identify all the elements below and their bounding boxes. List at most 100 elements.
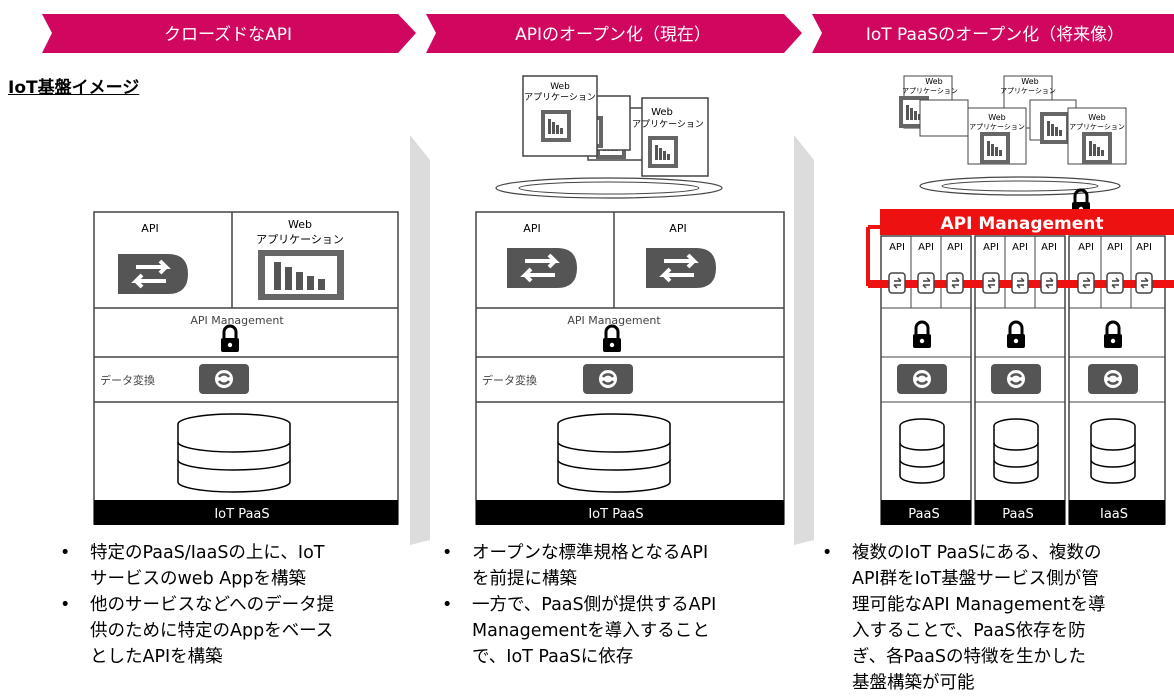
bullet-line: サービスのweb Appを構築 [90,569,306,589]
bullet-line: 理可能なAPI Managementを導 [852,595,1106,615]
bullet-line: 特定のPaaS/IaaSの上に、IoT [90,543,325,563]
data-conversion-icon [1086,362,1140,396]
bullet-item: 特定のPaaS/IaaSの上に、IoT サービスのweb Appを構築 [56,540,406,592]
web-app-icon [1040,112,1070,144]
banner-open-paas [812,14,1174,53]
bullet-line: 一方で、PaaS側が提供するAPI [472,595,717,615]
database-icon [1090,418,1136,484]
api-label: API [918,242,934,253]
gateway-icon [1040,272,1058,294]
web-app-label: アプリケーション [524,92,596,103]
banner-open-api-label: APIのオープン化（現在） [515,25,711,45]
bullet-line: オープンな標準規格となるAPI [472,543,709,563]
web-app-icon [1082,132,1112,164]
separator-arrow [410,135,430,545]
web-app-label: Web [651,107,673,118]
api-label: API [889,242,905,253]
bullet-line: ぎ、各PaaSの特徴を生かした [852,647,1086,667]
section-label: IoT基盤イメージ [8,78,140,98]
data-conversion-icon [197,362,251,396]
bullet-item: オープンな標準規格となるAPI を前提に構築 [438,540,798,592]
bullet-item: 一方で、PaaS側が提供するAPI Managementを導入することで、IoT … [438,592,798,670]
database-icon [557,413,671,493]
web-app-label: アプリケーション [632,119,704,130]
gateway-icon [1077,272,1095,294]
web-app-label: アプリケーション [256,233,344,246]
web-apps-cluster-future: Web アプリケーション Web アプリケーション Web アプリケーション W… [899,75,1127,165]
api-arrow-icon [644,246,718,290]
api-label: API [1012,242,1028,253]
web-app-label: Web [1088,113,1105,122]
web-app-label: アプリケーション [1069,123,1125,131]
network-ring [495,177,723,199]
bullets-col3: 複数のIoT PaaSにある、複数の API群をIoT基盤サービス側が管理可能なA… [818,540,1174,696]
api-row: API API API API API API API API API [889,236,1152,308]
data-conversion-icon [895,362,949,396]
bullet-line: 複数のIoT PaaSにある、複数の [852,543,1102,563]
web-apps-cluster: Web アプリケーション Web アプリケーション [522,75,709,177]
separator-arrow [794,135,814,545]
web-app-icon [258,250,344,300]
bullet-line: 他のサービスなどへのデータ提 [90,595,335,615]
gateway-icon [917,272,935,294]
bullets-col2: オープンな標準規格となるAPI を前提に構築 一方で、PaaS側が提供するAPI M… [438,540,798,670]
banner-open-paas-label: IoT PaaSのオープン化（将来像） [866,25,1124,45]
iot-paas-label: IoT PaaS [214,507,269,522]
stack-closed-api: API Web アプリケーション API Management データ変換 Io… [93,211,399,525]
api-arrow-icon [505,246,579,290]
web-app-label: Web [988,113,1005,122]
banner-closed-api [42,14,416,53]
web-app-icon [541,110,571,142]
data-conversion-icon [989,362,1043,396]
gateway-icon [1135,272,1153,294]
api-label: API [1136,242,1152,253]
web-app-label: Web [550,82,570,92]
api-management-label: API Management [190,314,284,327]
bullet-line: 供のために特定のAppをベース [90,621,334,641]
banner-closed-api-label: クローズドなAPI [164,25,292,45]
paas-label: PaaS [908,507,939,522]
api-label: API [1107,242,1123,253]
web-app-label: アプリケーション [1000,87,1056,95]
api-label: API [947,242,963,253]
api-label: API [1041,242,1057,253]
gateway-icons [888,272,1153,294]
web-app-label: Web [288,218,312,231]
data-conversion-label: データ変換 [100,373,155,387]
gateway-icon [1106,272,1124,294]
gateway-icon [946,272,964,294]
bullet-line: としたAPIを構築 [90,647,223,667]
api-arrow-icon [116,252,190,296]
api-label: API [141,222,158,235]
bullets-col1: 特定のPaaS/IaaSの上に、IoT サービスのweb Appを構築 他のサービ… [56,540,406,670]
web-app-label: Web [925,77,942,86]
bullet-line: 基盤構築が可能 [852,673,975,693]
bullet-line: API群をIoT基盤サービス側が管 [852,569,1099,589]
gateway-icon [1011,272,1029,294]
api-label: API [983,242,999,253]
bullet-item: 複数のIoT PaaSにある、複数の API群をIoT基盤サービス側が管理可能なA… [818,540,1174,696]
bullet-line: 入することで、PaaS依存を防 [852,621,1086,641]
api-management-title: API Management [941,214,1104,234]
database-icon [899,418,945,484]
bullet-line: で、IoT PaaSに依存 [472,647,634,667]
gateway-icon [888,272,906,294]
api-management-label: API Management [567,314,661,327]
bullet-line: Managementを導入すること [472,621,710,641]
database-icon [993,418,1039,484]
web-app-icon [980,132,1010,164]
web-app-label: アプリケーション [969,123,1025,131]
paas-label: PaaS [1002,507,1033,522]
gateway-icon [982,272,1000,294]
banner-open-api [426,14,802,53]
data-conversion-label: データ変換 [482,373,537,387]
api-label: API [523,222,540,235]
iot-paas-label: IoT PaaS [588,507,643,522]
iaas-label: IaaS [1100,507,1128,522]
stack-open-api: API API API Management データ変換 IoT PaaS [475,211,785,525]
api-label: API [1078,242,1094,253]
bullet-line: を前提に構築 [472,569,577,589]
data-conversion-icon [581,362,635,396]
database-icon [177,413,291,493]
